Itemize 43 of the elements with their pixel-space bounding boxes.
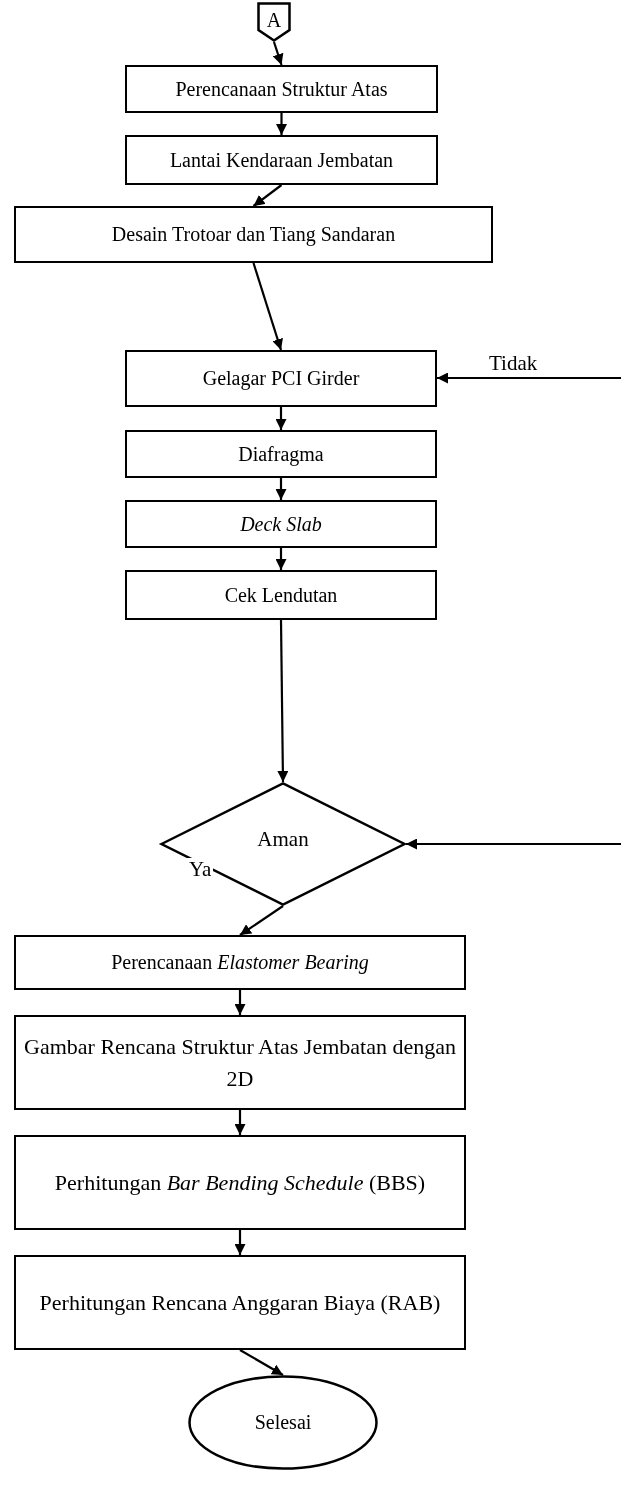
- node-label: Gelagar PCI Girder: [201, 366, 361, 392]
- node-label: Deck Slab: [239, 511, 323, 537]
- arrow: [272, 41, 284, 66]
- node-label: Desain Trotoar dan Tiang Sandaran: [110, 222, 397, 248]
- process-box: [14, 935, 466, 990]
- process-box: [125, 350, 437, 407]
- arrow: [239, 1349, 284, 1376]
- process-box: [125, 430, 437, 478]
- arrow: [252, 262, 283, 351]
- node-label: Perencanaan Struktur Atas: [174, 76, 389, 102]
- process-box: [125, 500, 437, 548]
- node-label: Perhitungan Bar Bending Schedule (BBS): [53, 1168, 427, 1197]
- arrow: [276, 113, 287, 135]
- decision-diamond: [160, 782, 406, 906]
- arrow: [239, 905, 284, 936]
- process-box: [14, 1255, 466, 1350]
- node-label: Diafragma: [237, 441, 325, 468]
- arrow: [277, 620, 289, 782]
- arrow: [437, 372, 621, 384]
- node-label: Cek Lendutan: [223, 582, 339, 608]
- arrow: [234, 990, 246, 1015]
- terminator-ellipse: [188, 1375, 378, 1470]
- node-label: Perencanaan Elastomer Bearing: [110, 950, 370, 976]
- process-box: [14, 206, 493, 263]
- arrow: [234, 1230, 246, 1255]
- arrow: [275, 478, 287, 500]
- node-label: Lantai Kendaraan Jembatan: [168, 147, 395, 173]
- node-label: A: [265, 8, 283, 33]
- process-box: [125, 570, 437, 620]
- process-box: [14, 1015, 466, 1110]
- process-box: [125, 65, 438, 113]
- arrow: [406, 838, 621, 850]
- arrow: [252, 184, 283, 207]
- process-box: [125, 135, 438, 185]
- arrow: [234, 1110, 246, 1135]
- node-label: Aman: [256, 825, 310, 853]
- node-label: Perhitungan Rencana Anggaran Biaya (RAB): [38, 1288, 442, 1317]
- off-page-connector: [257, 2, 291, 42]
- process-box: [14, 1135, 466, 1230]
- node-label: Selesai: [253, 1410, 313, 1435]
- arrow: [275, 407, 287, 430]
- arrow: [275, 548, 287, 570]
- node-label: Gambar Rencana Struktur Atas Jembatan dengan 2D: [23, 1032, 457, 1093]
